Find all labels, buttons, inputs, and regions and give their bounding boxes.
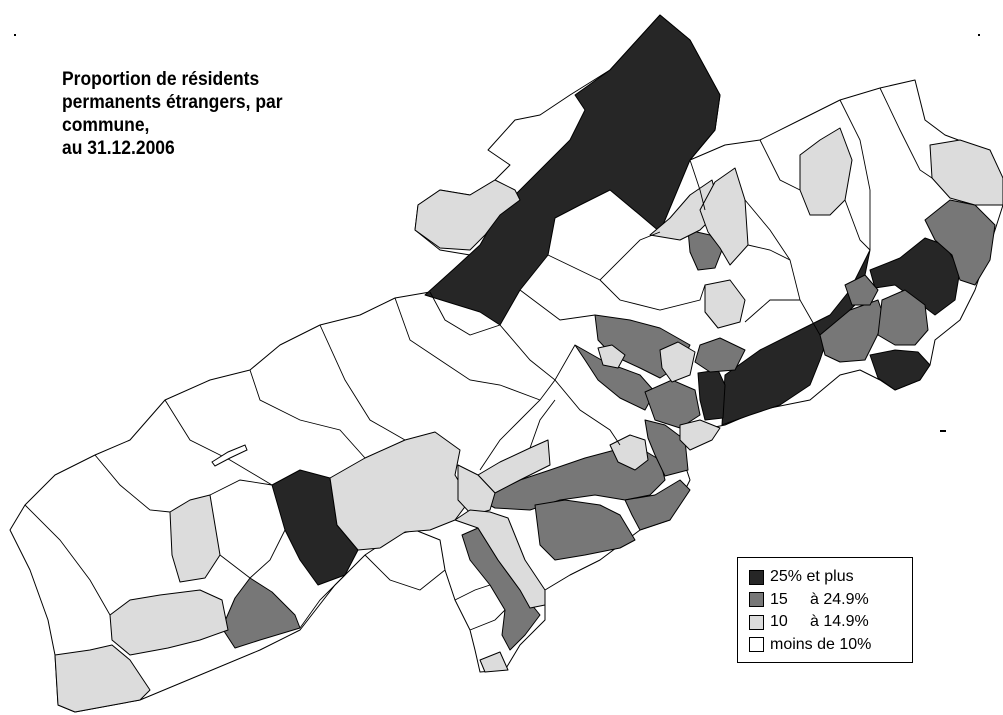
commune-mid-center-c bbox=[694, 337, 746, 373]
commune-light-west-b bbox=[457, 464, 496, 516]
legend-swatch-class-4 bbox=[749, 637, 764, 653]
legend-item-class-3: 10 à 14.9% bbox=[749, 611, 912, 634]
commune-mid-south-b bbox=[534, 499, 636, 561]
corner-dot-left bbox=[14, 34, 16, 36]
commune-mid-east-b bbox=[877, 289, 929, 346]
title-line-2: permanents étrangers, par bbox=[62, 92, 283, 113]
commune-light-south-a bbox=[477, 439, 551, 494]
commune-dark-se bbox=[869, 349, 931, 391]
title-line-1: Proportion de résidents bbox=[62, 69, 260, 90]
commune-mid-south-d bbox=[644, 419, 689, 477]
map-title: Proportion de résidents permanents étran… bbox=[62, 68, 338, 160]
commune-light-south-b bbox=[454, 509, 546, 609]
commune-light-c-b bbox=[659, 341, 696, 383]
commune-light-west-big bbox=[329, 431, 471, 551]
legend-label-class-3: 10 à 14.9% bbox=[770, 613, 869, 631]
commune-light-sw bbox=[54, 644, 151, 713]
title-line-4: au 31.12.2006 bbox=[62, 138, 175, 159]
title-line-3: commune, bbox=[62, 115, 150, 136]
legend-label-class-2: 15 à 24.9% bbox=[770, 590, 869, 608]
legend-item-class-2: 15 à 24.9% bbox=[749, 589, 912, 612]
commune-light-nw bbox=[414, 179, 521, 251]
legend-label-class-1: 25% et plus bbox=[770, 568, 854, 586]
commune-mid-east-d bbox=[844, 274, 879, 306]
commune-light-west-d bbox=[109, 589, 229, 656]
commune-dark-ne bbox=[869, 237, 961, 316]
commune-light-south-c bbox=[479, 651, 509, 673]
legend-swatch-class-3 bbox=[749, 614, 764, 630]
commune-light-c-d bbox=[679, 419, 721, 451]
commune-mid-west bbox=[221, 577, 301, 649]
commune-mid-east-c bbox=[924, 199, 996, 286]
legend-swatch-class-2 bbox=[749, 592, 764, 608]
legend-item-class-4: moins de 10% bbox=[749, 634, 912, 657]
legend-item-class-1: 25% et plus bbox=[749, 566, 912, 589]
commune-light-n-d bbox=[704, 279, 746, 329]
legend-swatch-class-1 bbox=[749, 569, 764, 585]
corner-dot-right bbox=[978, 34, 980, 36]
legend-label-class-4: moins de 10% bbox=[770, 635, 872, 653]
east-arrow-mark bbox=[940, 430, 946, 432]
commune-dark-west bbox=[271, 469, 359, 586]
lake-enclave bbox=[211, 444, 248, 467]
map-legend: 25% et plus 15 à 24.9% 10 à 14.9% moins … bbox=[737, 557, 913, 663]
commune-light-ne bbox=[929, 139, 1003, 206]
commune-mid-south-c bbox=[624, 479, 691, 531]
commune-light-c-a bbox=[597, 344, 626, 369]
commune-mid-east-a bbox=[819, 299, 886, 363]
